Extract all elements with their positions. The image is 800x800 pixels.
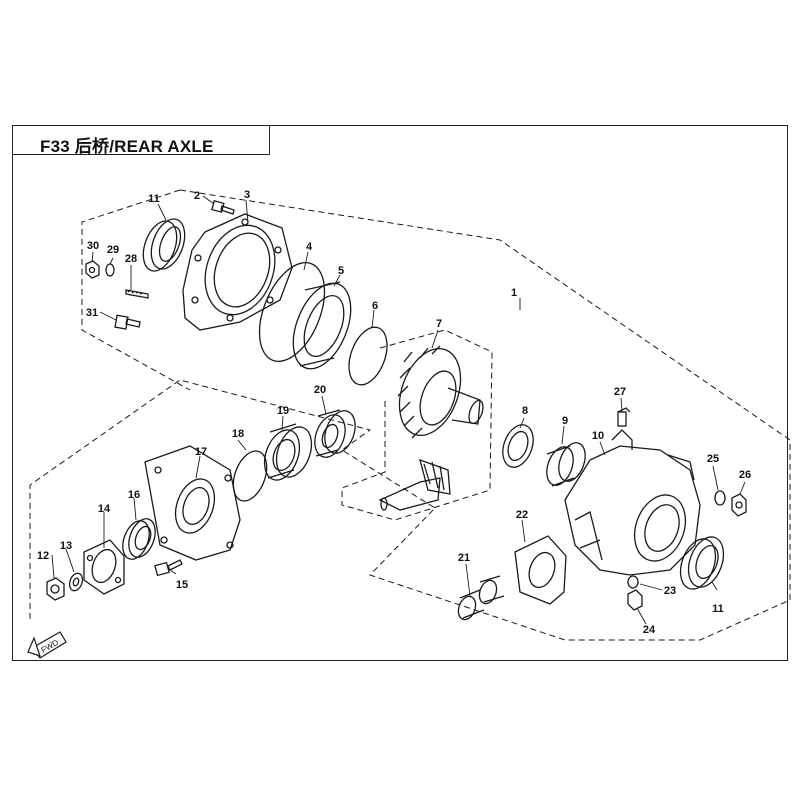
ball-bearing	[292, 281, 352, 370]
callout-number: 25	[707, 453, 719, 465]
oil-seal-16	[122, 518, 156, 560]
fill-plug	[731, 493, 747, 517]
callout-number: 16	[128, 489, 140, 501]
callout-number: 29	[107, 244, 119, 256]
output-flange	[83, 539, 125, 595]
outer-assembly-outline	[81, 189, 191, 391]
bolt-part-15	[154, 559, 183, 577]
diagram-frame	[12, 125, 788, 661]
callout-number: 28	[125, 253, 137, 265]
callout-number: 11	[148, 193, 160, 205]
splined-coupling	[314, 409, 356, 458]
gasket	[502, 424, 534, 468]
callout-number: 10	[592, 430, 604, 442]
gear-set-outline	[341, 329, 493, 521]
callout-number: 30	[87, 240, 99, 252]
callout-number: 12	[37, 550, 49, 562]
callout-number: 31	[86, 307, 98, 319]
callout-number: 1	[511, 287, 517, 299]
assembly-group-outline	[29, 189, 791, 641]
bolt-part-2	[211, 200, 235, 215]
callout-number: 17	[195, 446, 207, 458]
callout-number: 5	[338, 265, 344, 277]
callout-number: 23	[664, 585, 676, 597]
washer	[68, 572, 84, 592]
callout-number: 8	[522, 405, 528, 417]
stud-bolt	[125, 289, 149, 299]
callout-number: 3	[244, 189, 250, 201]
callout-number: 9	[562, 415, 568, 427]
callout-number: 22	[516, 509, 528, 521]
callout-number: 27	[614, 386, 626, 398]
ball-bearing-19	[263, 423, 313, 481]
diagram-title: F33 后桥/REAR AXLE	[40, 137, 214, 156]
callout-number: 15	[176, 579, 188, 591]
pinion-gear	[378, 458, 451, 511]
callout-number: 13	[60, 540, 72, 552]
cover-gasket	[514, 535, 567, 605]
hex-nut	[85, 260, 100, 279]
needle-bearing-pair	[457, 575, 505, 621]
lock-nut	[46, 577, 65, 601]
callout-number: 14	[98, 503, 111, 515]
oil-seal-left	[142, 218, 186, 272]
breather-fitting	[617, 407, 631, 427]
bolt-part-31	[114, 314, 141, 330]
leader-lines	[51, 195, 746, 625]
oil-seal-right	[679, 536, 725, 590]
callout-number: 19	[277, 405, 289, 417]
shim-ring	[348, 326, 388, 386]
callout-number: 7	[436, 318, 442, 330]
callout-number: 18	[232, 428, 244, 440]
callout-number: 11	[712, 603, 724, 615]
callout-number: 2	[194, 190, 200, 202]
callout-number: 4	[306, 241, 313, 253]
lock-washer	[105, 263, 115, 277]
washer-25	[714, 490, 726, 506]
o-ring-23	[627, 575, 639, 589]
o-ring	[258, 262, 326, 362]
needle-bearing	[546, 442, 586, 487]
housing-cover	[182, 213, 293, 331]
callout-number: 6	[372, 300, 378, 312]
title-box	[12, 125, 270, 155]
ring-gear	[397, 345, 484, 439]
o-ring-18	[232, 450, 268, 502]
callout-number: 26	[739, 469, 751, 481]
drain-plug	[627, 589, 643, 611]
bearing-carrier	[144, 445, 241, 561]
callout-number: 24	[643, 624, 656, 636]
callout-number: 21	[458, 552, 470, 564]
main-housing	[564, 429, 701, 576]
callout-number: 20	[314, 384, 326, 396]
